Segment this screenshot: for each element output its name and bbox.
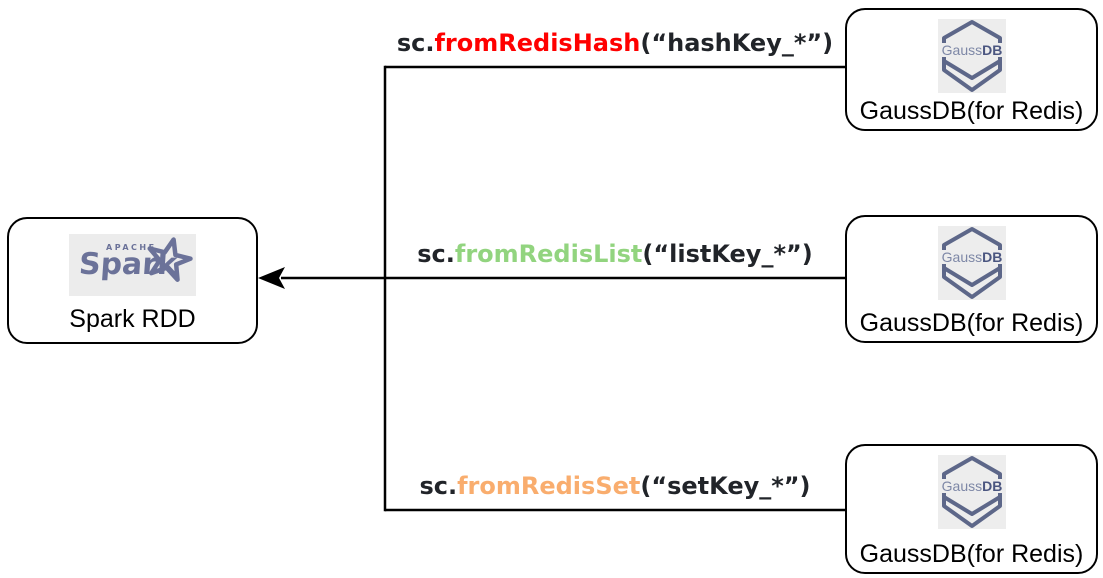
spark-node-label: Spark RDD (69, 304, 196, 333)
gauss-logo-text-light: Gauss (941, 42, 981, 58)
gaussdb-node-label: GaussDB(for Redis) (859, 96, 1084, 125)
code-prefix: sc. (417, 240, 455, 268)
spark-star-icon (147, 237, 193, 282)
apache-spark-logo: APACHE Spark (69, 234, 196, 296)
gaussdb-logo: GaussDB (937, 455, 1006, 529)
gaussdb-logo: GaussDB (937, 19, 1006, 93)
gaussdb-node-label: GaussDB(for Redis) (859, 539, 1084, 568)
svg-text:GaussDB: GaussDB (941, 249, 1002, 265)
arrowhead-icon (258, 267, 285, 289)
node-spark-rdd: APACHE Spark Spark RDD (7, 217, 258, 344)
code-method: fromRedisHash (434, 29, 641, 57)
gauss-logo-text-bold: DB (982, 478, 1002, 494)
node-gaussdb-list: GaussDB GaussDB(for Redis) (845, 215, 1098, 343)
edge-label-from-redis-hash: sc.fromRedisHash(“hashKey_*”) (385, 29, 845, 57)
code-args: (“hashKey_*”) (640, 29, 834, 57)
node-gaussdb-hash: GaussDB GaussDB(for Redis) (845, 8, 1098, 131)
code-args: (“listKey_*”) (642, 240, 813, 268)
code-prefix: sc. (396, 29, 435, 57)
code-prefix: sc. (419, 472, 458, 500)
gauss-logo-text-bold: DB (982, 249, 1002, 265)
code-args: (“setKey_*”) (640, 472, 811, 500)
code-method: fromRedisSet (457, 472, 641, 500)
svg-text:GaussDB: GaussDB (941, 42, 1002, 58)
gauss-logo-text-bold: DB (982, 42, 1002, 58)
code-method: fromRedisList (454, 240, 643, 268)
gauss-logo-text-light: Gauss (941, 478, 981, 494)
node-gaussdb-set: GaussDB GaussDB(for Redis) (845, 444, 1098, 574)
edge-label-from-redis-set: sc.fromRedisSet(“setKey_*”) (385, 472, 845, 500)
apache-logo-text: APACHE (106, 243, 157, 252)
gauss-logo-text-light: Gauss (941, 249, 981, 265)
edge-label-from-redis-list: sc.fromRedisList(“listKey_*”) (385, 240, 845, 268)
gaussdb-logo: GaussDB (937, 226, 1006, 300)
svg-text:GaussDB: GaussDB (941, 478, 1002, 494)
gaussdb-node-label: GaussDB(for Redis) (859, 308, 1084, 337)
